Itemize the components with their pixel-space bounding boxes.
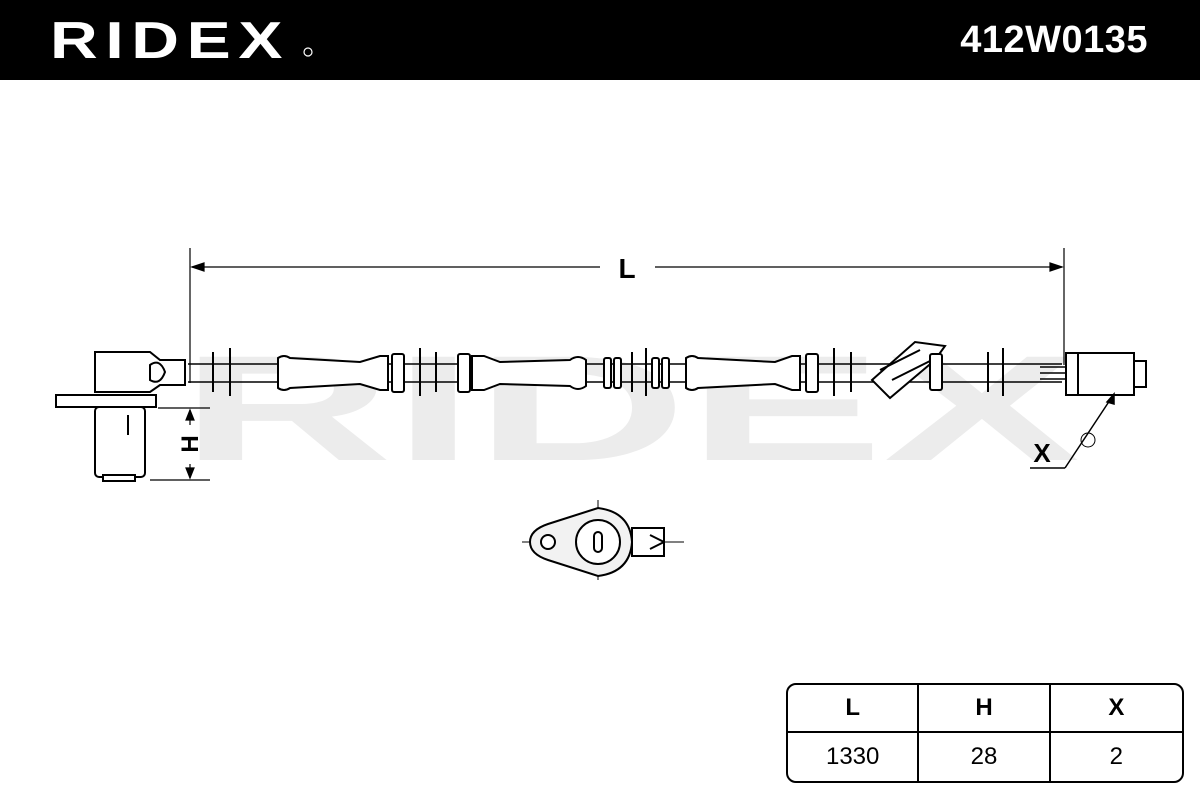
cable-connector <box>1040 352 1147 396</box>
height-dimension <box>150 407 210 481</box>
sensor-head <box>55 351 186 482</box>
length-label: L <box>618 253 635 284</box>
table-header-h: H <box>919 685 1051 733</box>
watermark-text: RIDEX <box>180 324 1080 492</box>
connector-label: X <box>1033 438 1051 468</box>
sensor-drawing: RIDEX L H <box>55 248 1147 580</box>
cable-grommets <box>212 340 1004 400</box>
table-value-x: 2 <box>1109 743 1123 770</box>
table-header-x: X <box>1050 685 1182 733</box>
length-dimension <box>189 248 1065 383</box>
table-value-h: 28 <box>919 733 1051 781</box>
sensor-bottom-view <box>522 500 684 580</box>
table-value-l: 1330 <box>788 733 920 781</box>
height-label: H <box>177 435 204 452</box>
table-header-l: L <box>788 685 920 733</box>
connector-leader <box>1030 392 1115 469</box>
ridex-logo: RIDEX <box>50 12 313 70</box>
dimensions-table: L H X 1330 28 2 <box>786 683 1184 783</box>
part-number: 412W0135 <box>960 19 1148 61</box>
svg-text:RIDEX: RIDEX <box>50 12 290 70</box>
header-bar: RIDEX 412W0135 <box>0 0 1200 80</box>
